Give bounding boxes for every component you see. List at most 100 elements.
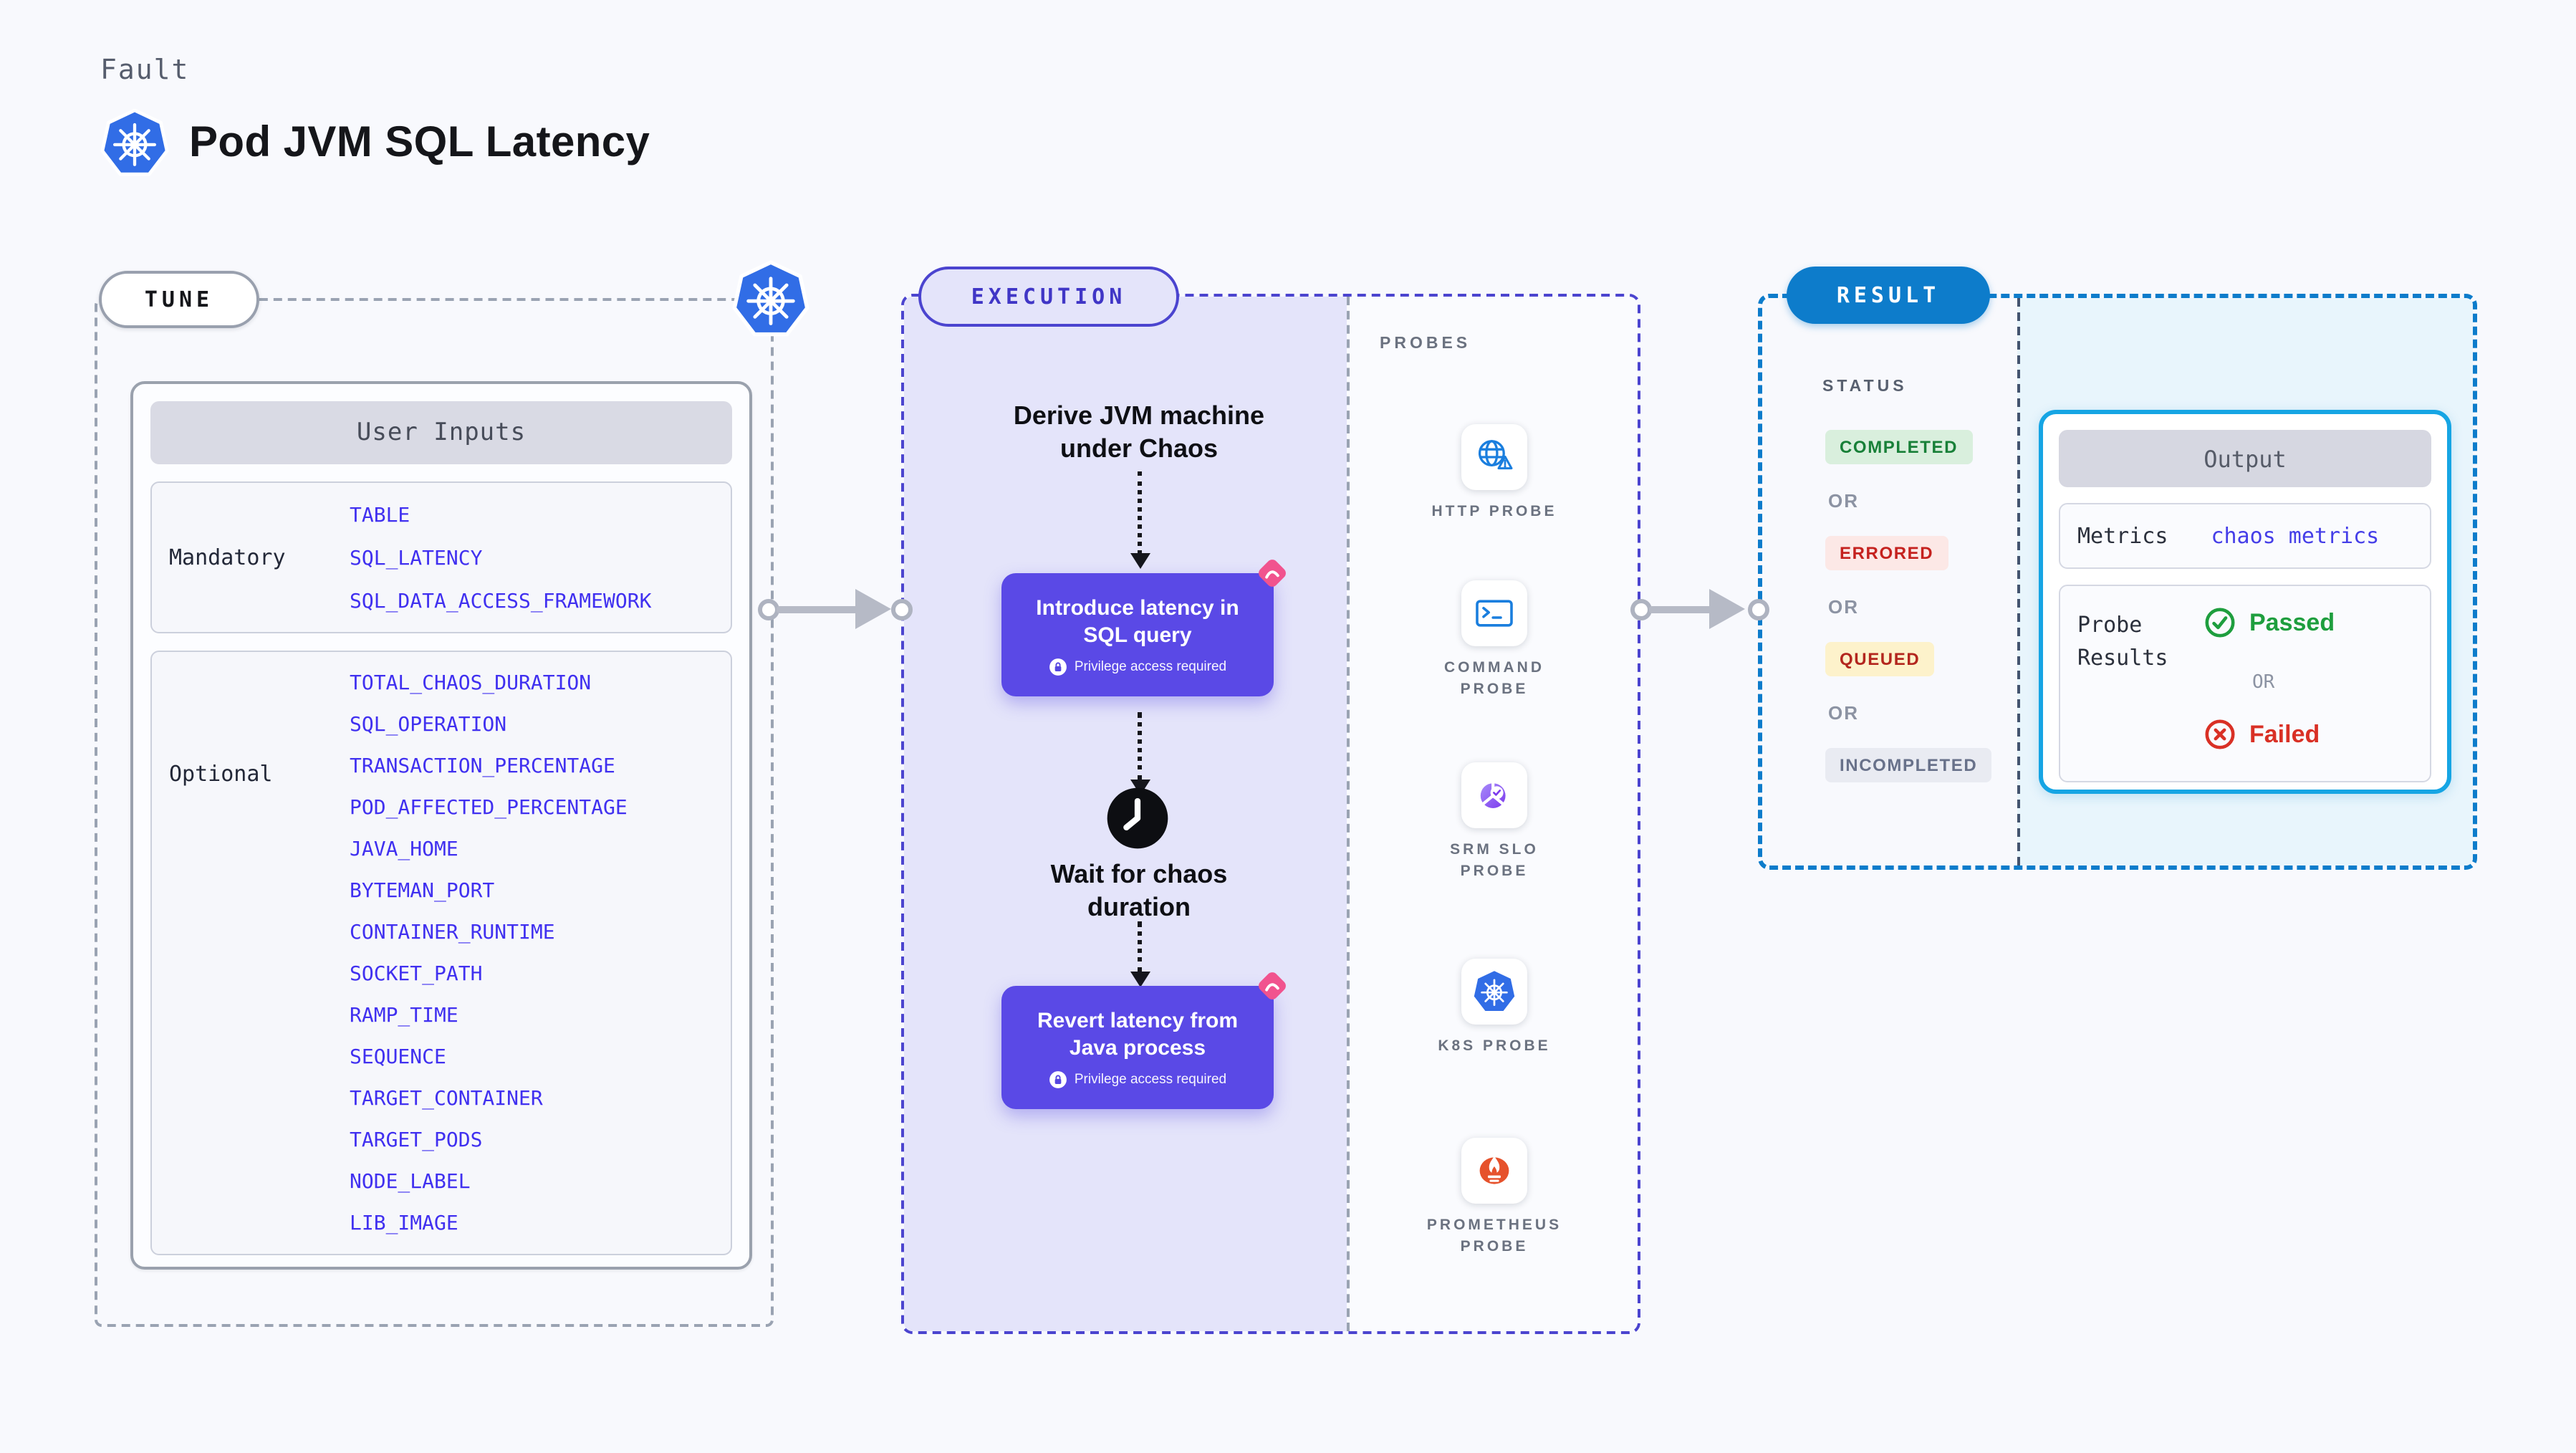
arrow-head xyxy=(855,589,891,629)
status-output-divider xyxy=(2017,298,2020,865)
srm-slo-probe-icon xyxy=(1480,782,1506,808)
step-title: Revert latency from Java process xyxy=(1037,1008,1239,1060)
env-var: TABLE xyxy=(350,504,410,527)
output-header: Output xyxy=(2059,430,2431,487)
mandatory-label: Mandatory xyxy=(169,545,286,570)
connector-ring xyxy=(891,599,913,620)
or-label: OR xyxy=(1828,596,1859,618)
or-label: OR xyxy=(1828,490,1859,512)
probe-k8s: K8S PROBE xyxy=(1380,959,1609,1058)
x-circle-icon xyxy=(2205,719,2235,749)
env-var: RAMP_TIME xyxy=(350,1004,458,1027)
user-inputs-table: User Inputs Mandatory TABLE SQL_LATENCY … xyxy=(130,381,752,1270)
probe-label: HTTP PROBE xyxy=(1431,503,1557,520)
result-badge: RESULT xyxy=(1787,267,1990,324)
probe-http: HTTP PROBE xyxy=(1380,424,1609,523)
step-title: Introduce latency in SQL query xyxy=(1036,595,1239,647)
tune-badge: TUNE xyxy=(99,271,259,328)
or-label: OR xyxy=(2252,672,2275,694)
probe-card xyxy=(1461,424,1527,490)
env-var: NODE_LABEL xyxy=(350,1171,471,1194)
lock-icon xyxy=(1049,1070,1067,1088)
user-inputs-header: User Inputs xyxy=(150,401,732,464)
env-var: SQL_LATENCY xyxy=(350,547,483,570)
lock-icon xyxy=(1049,658,1067,675)
failed-result: Failed xyxy=(2203,718,2320,751)
probes-to-result-arrow xyxy=(1630,588,1769,630)
result-section: STATUS COMPLETED OR ERRORED OR QUEUED OR… xyxy=(1758,294,2477,870)
status-title: STATUS xyxy=(1822,378,1908,395)
env-var: SOCKET_PATH xyxy=(350,963,483,986)
probe-card xyxy=(1461,959,1527,1025)
fault-eyebrow: Fault xyxy=(100,54,190,86)
introduce-latency-step: Introduce latency in SQL query Privilege… xyxy=(1001,560,1286,696)
kubernetes-icon xyxy=(100,109,169,176)
probe-results-row: Probe Results Passed OR Failed xyxy=(2059,585,2431,782)
mandatory-row: Mandatory TABLE SQL_LATENCY SQL_DATA_ACC… xyxy=(150,481,732,633)
env-var: SQL_OPERATION xyxy=(350,714,507,737)
check-circle-icon xyxy=(2205,608,2235,638)
optional-values: TOTAL_CHAOS_DURATION SQL_OPERATION TRANS… xyxy=(350,663,722,1245)
env-var: SEQUENCE xyxy=(350,1046,446,1069)
env-var: TARGET_CONTAINER xyxy=(350,1088,543,1111)
chaos-experiment-icon xyxy=(1259,972,1286,999)
prometheus-probe-icon xyxy=(1479,1156,1509,1184)
connector-ring xyxy=(1748,599,1769,620)
execution-section: Derive JVM machine under Chaos Introduce… xyxy=(901,294,1640,1334)
env-var: SQL_DATA_ACCESS_FRAMEWORK xyxy=(350,590,652,613)
kubernetes-icon xyxy=(732,260,809,337)
probes-title: PROBES xyxy=(1380,335,1471,353)
probe-results-label: Probe Results xyxy=(2077,612,2168,671)
execution-badge: EXECUTION xyxy=(918,267,1179,327)
probe-card xyxy=(1461,762,1527,828)
arrow-line xyxy=(1649,606,1712,613)
probe-card xyxy=(1461,1138,1527,1204)
status-badge-queued: QUEUED xyxy=(1825,642,1935,676)
output-box: Output Metrics chaos metrics Probe Resul… xyxy=(2039,410,2451,794)
wait-step-label: Wait for chaos duration xyxy=(1050,860,1228,921)
http-probe-icon xyxy=(1478,440,1513,470)
page-header: Pod JVM SQL Latency xyxy=(100,109,650,178)
env-var: CONTAINER_RUNTIME xyxy=(350,921,555,944)
status-badge-incompleted: INCOMPLETED xyxy=(1825,748,1992,782)
passed-result: Passed xyxy=(2203,606,2335,639)
command-probe-icon xyxy=(1476,600,1513,627)
env-var: BYTEMAN_PORT xyxy=(350,880,495,903)
tune-section xyxy=(95,298,774,1327)
status-badge-completed: COMPLETED xyxy=(1825,430,1973,464)
optional-row: Optional TOTAL_CHAOS_DURATION SQL_OPERAT… xyxy=(150,651,732,1255)
privilege-note: Privilege access required xyxy=(1049,657,1226,676)
or-label: OR xyxy=(1828,702,1859,724)
env-var: LIB_IMAGE xyxy=(350,1212,458,1235)
probe-label: K8S PROBE xyxy=(1438,1037,1551,1055)
privilege-note: Privilege access required xyxy=(1049,1070,1226,1088)
metrics-value: chaos metrics xyxy=(2211,523,2380,549)
metrics-row: Metrics chaos metrics xyxy=(2059,503,2431,569)
connector-ring xyxy=(1630,599,1652,620)
page-title: Pod JVM SQL Latency xyxy=(189,119,650,166)
metrics-label: Metrics xyxy=(2077,523,2168,549)
env-var: TRANSACTION_PERCENTAGE xyxy=(350,755,615,778)
env-var: JAVA_HOME xyxy=(350,838,458,861)
tune-to-execution-arrow xyxy=(758,588,913,630)
revert-latency-step: Revert latency from Java process Privile… xyxy=(1001,972,1286,1109)
flow-arrow-down xyxy=(1130,712,1150,795)
derive-step-label: Derive JVM machine under Chaos xyxy=(1013,401,1265,463)
chaos-experiment-icon xyxy=(1259,560,1286,587)
mandatory-values: TABLE SQL_LATENCY SQL_DATA_ACCESS_FRAMEW… xyxy=(350,494,722,623)
arrow-line xyxy=(777,606,860,613)
clock-icon xyxy=(1107,787,1168,849)
flow-arrow-down xyxy=(1130,921,1150,987)
probe-card xyxy=(1461,580,1527,646)
flow-arrow-down xyxy=(1130,471,1150,569)
status-badge-errored: ERRORED xyxy=(1825,536,1948,570)
k8s-probe-icon xyxy=(1474,971,1515,1011)
env-var: TOTAL_CHAOS_DURATION xyxy=(350,672,592,695)
